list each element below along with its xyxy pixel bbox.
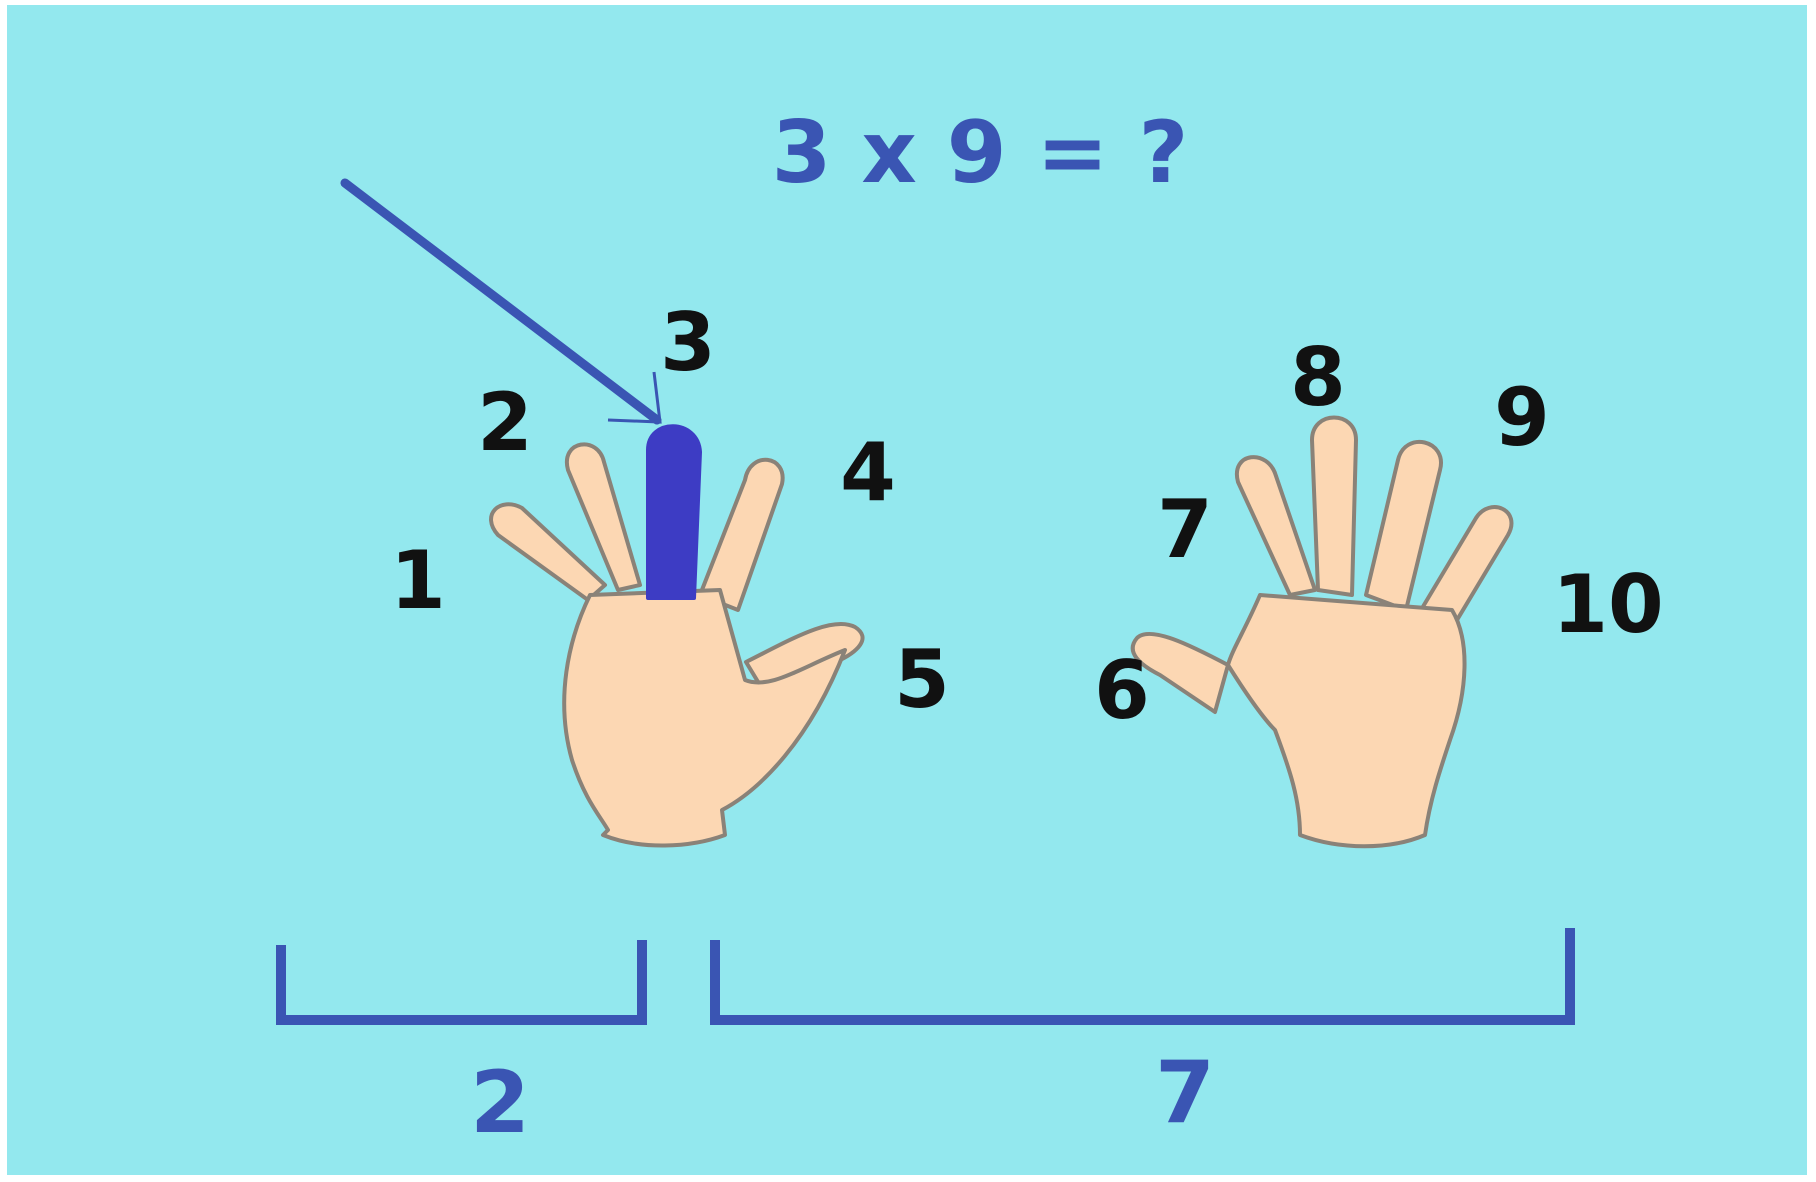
left-hand <box>489 424 865 848</box>
right-group-label: 7 <box>1155 1043 1215 1143</box>
right-group-bracket <box>710 928 1575 1025</box>
folded-finger <box>646 424 702 600</box>
right-finger-8 <box>1310 415 1358 597</box>
right-thumb <box>1130 631 1230 714</box>
left-group-label: 2 <box>470 1053 530 1153</box>
finger-number-1: 1 <box>390 534 446 627</box>
finger-number-3: 3 <box>660 296 716 389</box>
finger-number-2: 2 <box>477 376 533 469</box>
equation-title: 3 x 9 = ? <box>772 103 1189 203</box>
finger-number-9: 9 <box>1494 371 1550 464</box>
left-group-bracket <box>276 940 647 1025</box>
finger-number-7: 7 <box>1157 483 1213 576</box>
background-panel <box>7 5 1807 1175</box>
finger-number-5: 5 <box>894 633 950 726</box>
finger-number-10: 10 <box>1552 558 1663 651</box>
left-finger-2 <box>564 442 642 592</box>
finger-number-6: 6 <box>1094 644 1150 737</box>
finger-number-4: 4 <box>840 426 896 519</box>
right-hand <box>1130 415 1514 849</box>
finger-numbers: 1 2 3 4 5 6 7 8 9 10 <box>390 296 1664 737</box>
right-palm <box>1226 593 1467 849</box>
right-finger-7 <box>1234 455 1317 597</box>
finger-number-8: 8 <box>1290 331 1346 424</box>
left-finger-4 <box>698 457 785 612</box>
left-finger-1 <box>489 502 607 602</box>
pointer-arrow <box>340 178 662 425</box>
left-palm <box>562 588 847 848</box>
right-finger-9 <box>1364 440 1443 612</box>
